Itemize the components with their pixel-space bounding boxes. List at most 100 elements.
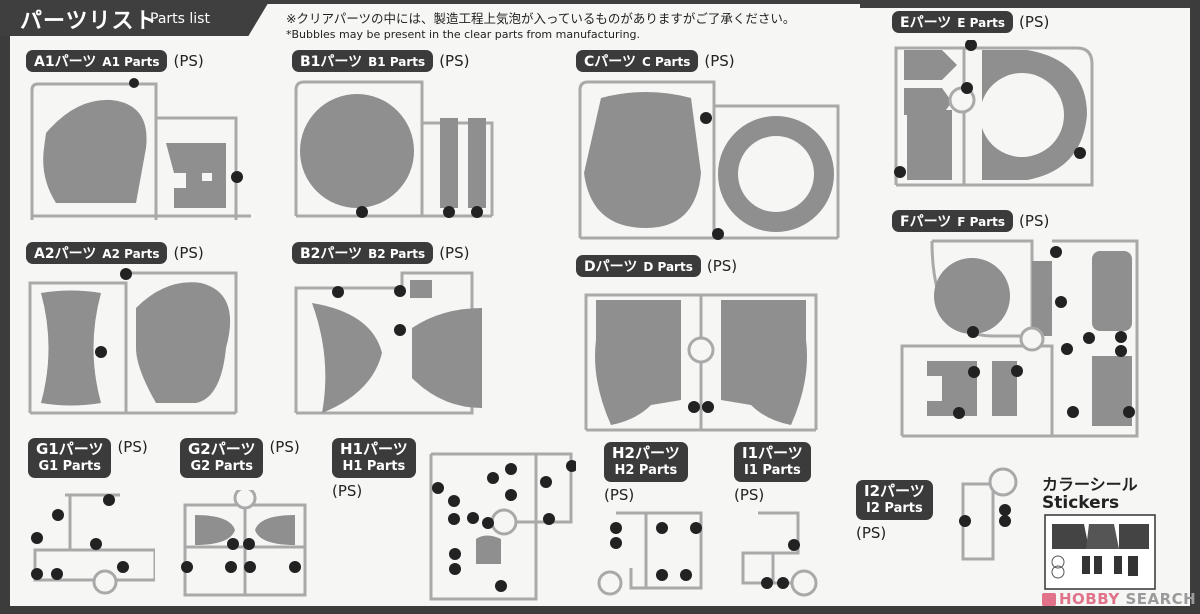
h1-en: H1 Parts — [342, 459, 406, 474]
i2-jp: I2パーツ — [864, 482, 925, 500]
label-f: Fパーツ F Parts (PS) — [892, 210, 1049, 232]
a2-jp: A2パーツ — [34, 246, 97, 262]
sprue-i2-diagram — [958, 464, 1018, 564]
label-d: Dパーツ D Parts (PS) — [576, 255, 737, 277]
g1-en: G1 Parts — [38, 459, 101, 474]
bubble-notice: ※クリアパーツの中には、製造工程上気泡が入っているものがありますがご了承ください… — [286, 8, 795, 41]
d-en: D Parts — [643, 260, 693, 274]
f-jp: Fパーツ — [900, 214, 952, 230]
sprue-a1-diagram — [26, 78, 256, 220]
watermark-brand-a: HOBBY — [1059, 590, 1120, 608]
f-pill: Fパーツ F Parts — [892, 210, 1014, 232]
sprue-i1-diagram — [738, 508, 818, 598]
top-border-right — [860, 0, 1190, 8]
b1-pill: B1パーツ B1 Parts — [292, 50, 434, 72]
watermark-brand-b: SEARCH — [1119, 590, 1197, 608]
h2-jp: H2パーツ — [612, 444, 680, 462]
a1-material: (PS) — [173, 52, 204, 70]
label-a1: A1パーツ A1 Parts (PS) — [26, 50, 204, 72]
sprue-d-diagram — [576, 280, 826, 435]
b1-jp: B1パーツ — [300, 54, 363, 70]
sprue-c-diagram — [576, 78, 861, 240]
a1-pill: A1パーツ A1 Parts — [26, 50, 168, 72]
g2-jp: G2パーツ — [188, 440, 256, 458]
sprue-f-diagram — [892, 236, 1152, 441]
g2-material: (PS) — [269, 438, 300, 456]
f-material: (PS) — [1019, 212, 1050, 230]
watermark: HOBBY SEARCH — [1042, 590, 1196, 608]
hobby-search-logo-icon — [1042, 593, 1056, 606]
stickers-jp: カラーシール — [1042, 475, 1138, 494]
b2-pill: B2パーツ B2 Parts — [292, 242, 434, 264]
c-en: C Parts — [642, 55, 691, 69]
label-b2: B2パーツ B2 Parts (PS) — [292, 242, 469, 264]
h2-en: H2 Parts — [614, 463, 678, 478]
g1-material: (PS) — [117, 438, 148, 456]
b2-en: B2 Parts — [368, 247, 426, 261]
sprue-g1-diagram — [30, 490, 155, 595]
i1-jp: I1パーツ — [742, 444, 803, 462]
label-b1: B1パーツ B1 Parts (PS) — [292, 50, 469, 72]
label-c: Cパーツ C Parts (PS) — [576, 50, 735, 72]
e-en: E Parts — [957, 16, 1006, 30]
a1-en: A1 Parts — [102, 55, 160, 69]
i2-material: (PS) — [856, 524, 887, 542]
d-material: (PS) — [706, 257, 738, 275]
sprue-b2-diagram — [292, 268, 502, 418]
b1-en: B1 Parts — [368, 55, 426, 69]
g1-jp: G1パーツ — [36, 440, 104, 458]
sprue-a2-diagram — [26, 268, 241, 418]
a1-jp: A1パーツ — [34, 54, 97, 70]
c-material: (PS) — [704, 52, 735, 70]
f-en: F Parts — [957, 215, 1006, 229]
title-jp: パーツリスト — [20, 9, 158, 34]
b2-material: (PS) — [439, 244, 470, 262]
c-jp: Cパーツ — [584, 54, 636, 70]
label-a2: A2パーツ A2 Parts (PS) — [26, 242, 204, 264]
i1-en: I1 Parts — [743, 463, 801, 478]
h1-material: (PS) — [332, 482, 363, 500]
b1-material: (PS) — [439, 52, 470, 70]
sprue-h2-diagram — [596, 508, 706, 598]
sprue-e-diagram — [892, 40, 1097, 190]
h2-material: (PS) — [604, 486, 635, 504]
c-pill: Cパーツ C Parts — [576, 50, 699, 72]
b2-jp: B2パーツ — [300, 246, 363, 262]
g2-en: G2 Parts — [190, 459, 253, 474]
stickers-en: Stickers — [1042, 493, 1120, 513]
stickers-heading: カラーシール Stickers — [1042, 475, 1138, 513]
page-title: パーツリスト Parts list — [0, 0, 270, 36]
d-jp: Dパーツ — [584, 259, 638, 275]
h1-jp: H1パーツ — [340, 440, 408, 458]
frame-bottom — [0, 606, 1200, 614]
frame-left — [0, 0, 10, 614]
top-border — [260, 0, 880, 4]
sprue-h1-diagram — [426, 444, 576, 604]
frame-right — [1190, 0, 1200, 614]
i2-en: I2 Parts — [865, 501, 923, 516]
number-1 — [129, 78, 139, 88]
sprue-g2-diagram — [180, 490, 310, 600]
notice-jp: ※クリアパーツの中には、製造工程上気泡が入っているものがありますがご了承ください… — [286, 11, 796, 26]
d-pill: Dパーツ D Parts — [576, 255, 701, 277]
a2-en: A2 Parts — [102, 247, 160, 261]
title-en: Parts list — [150, 11, 210, 27]
sticker-sheet — [1044, 514, 1156, 590]
a2-pill: A2パーツ A2 Parts — [26, 242, 168, 264]
a2-material: (PS) — [173, 244, 204, 262]
e-material: (PS) — [1019, 13, 1050, 31]
